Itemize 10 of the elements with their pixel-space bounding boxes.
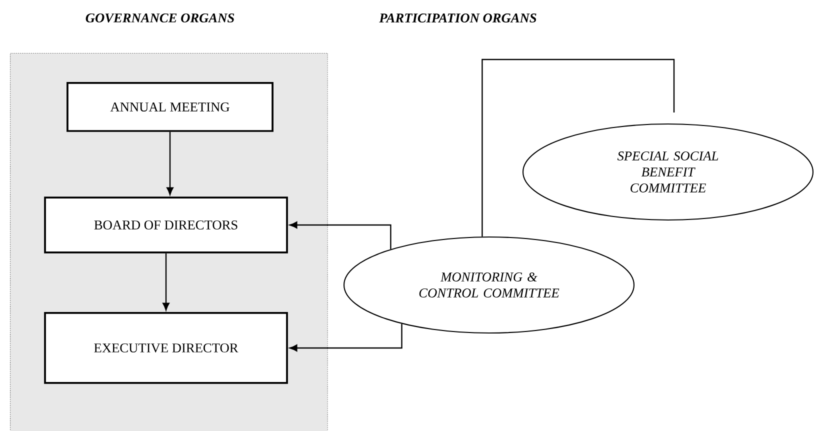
heading: PARTICIPATION ORGANS bbox=[379, 14, 536, 22]
process-box: EXECUTIVE DIRECTOR bbox=[44, 312, 288, 384]
process-box: BOARD OF DIRECTORS bbox=[44, 196, 288, 254]
connector bbox=[290, 324, 402, 352]
heading: GOVERNANCE ORGANS bbox=[86, 13, 234, 23]
connector bbox=[166, 132, 174, 195]
process-box: ANNUAL MEETING bbox=[66, 82, 274, 132]
connector bbox=[482, 58, 675, 237]
connector bbox=[162, 253, 170, 310]
connector bbox=[290, 222, 392, 250]
